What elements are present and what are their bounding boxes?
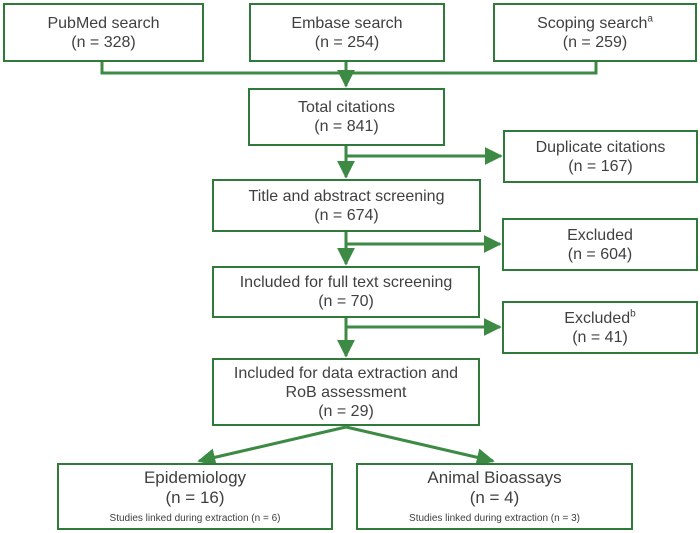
excluded-full-text-count: (n = 41) bbox=[572, 328, 628, 346]
excluded-screening-box: Excluded (n = 604) bbox=[502, 218, 698, 271]
title-abstract-screening-label: Title and abstract screening bbox=[248, 187, 445, 205]
connector-to-animal bbox=[345, 425, 495, 467]
excluded-screening-label: Excluded bbox=[567, 226, 633, 244]
duplicate-citations-label: Duplicate citations bbox=[535, 138, 666, 156]
scoping-search-label: Scoping search bbox=[537, 14, 648, 32]
excluded-full-text-box: Excludedb (n = 41) bbox=[502, 301, 698, 354]
excluded-screening-count: (n = 604) bbox=[567, 245, 633, 263]
animal-bioassays-label: Animal Bioassays bbox=[427, 468, 562, 487]
full-text-screening-count: (n = 70) bbox=[318, 293, 374, 310]
total-citations-label: Total citations bbox=[298, 99, 395, 116]
pubmed-search-box: PubMed search (n = 328) bbox=[3, 3, 204, 62]
duplicate-citations-count: (n = 167) bbox=[568, 157, 633, 175]
data-extraction-label-line2: RoB assessment bbox=[285, 383, 407, 401]
scoping-search-heading: Scoping searcha bbox=[537, 14, 653, 33]
excluded-full-text-footnote-mark: b bbox=[630, 308, 636, 320]
epidemiology-box: Epidemiology (n = 16) Studies linked dur… bbox=[57, 463, 333, 530]
full-text-screening-box: Included for full text screening (n = 70… bbox=[212, 266, 480, 318]
embase-search-count: (n = 254) bbox=[314, 33, 380, 51]
pubmed-search-label: PubMed search bbox=[47, 14, 160, 32]
data-extraction-count: (n = 29) bbox=[318, 402, 374, 420]
epidemiology-label: Epidemiology bbox=[143, 468, 247, 487]
epidemiology-count: (n = 16) bbox=[165, 488, 225, 507]
title-abstract-screening-box: Title and abstract screening (n = 674) bbox=[212, 179, 481, 232]
animal-bioassays-count: (n = 4) bbox=[469, 488, 520, 507]
embase-search-box: Embase search (n = 254) bbox=[249, 3, 445, 62]
scoping-search-footnote-mark: a bbox=[647, 13, 653, 25]
data-extraction-box: Included for data extraction and RoB ass… bbox=[212, 358, 480, 426]
animal-bioassays-linked-note: Studies linked during extraction (n = 3) bbox=[409, 513, 580, 524]
excluded-full-text-label: Excluded bbox=[564, 309, 631, 327]
total-citations-box: Total citations (n = 841) bbox=[248, 88, 445, 146]
excluded-full-text-heading: Excludedb bbox=[564, 309, 635, 328]
full-text-screening-label: Included for full text screening bbox=[239, 274, 453, 291]
animal-bioassays-box: Animal Bioassays (n = 4) Studies linked … bbox=[356, 463, 633, 530]
embase-search-label: Embase search bbox=[291, 14, 403, 32]
scoping-search-count: (n = 259) bbox=[562, 33, 628, 51]
title-abstract-screening-count: (n = 674) bbox=[314, 206, 379, 224]
data-extraction-label-line1: Included for data extraction and bbox=[233, 364, 459, 382]
epidemiology-linked-note: Studies linked during extraction (n = 6) bbox=[109, 513, 281, 524]
scoping-search-box: Scoping searcha (n = 259) bbox=[493, 3, 697, 62]
connector-to-epidemiology bbox=[197, 425, 347, 467]
total-citations-count: (n = 841) bbox=[314, 118, 379, 135]
duplicate-citations-box: Duplicate citations (n = 167) bbox=[503, 130, 698, 183]
pubmed-search-count: (n = 328) bbox=[71, 33, 136, 51]
